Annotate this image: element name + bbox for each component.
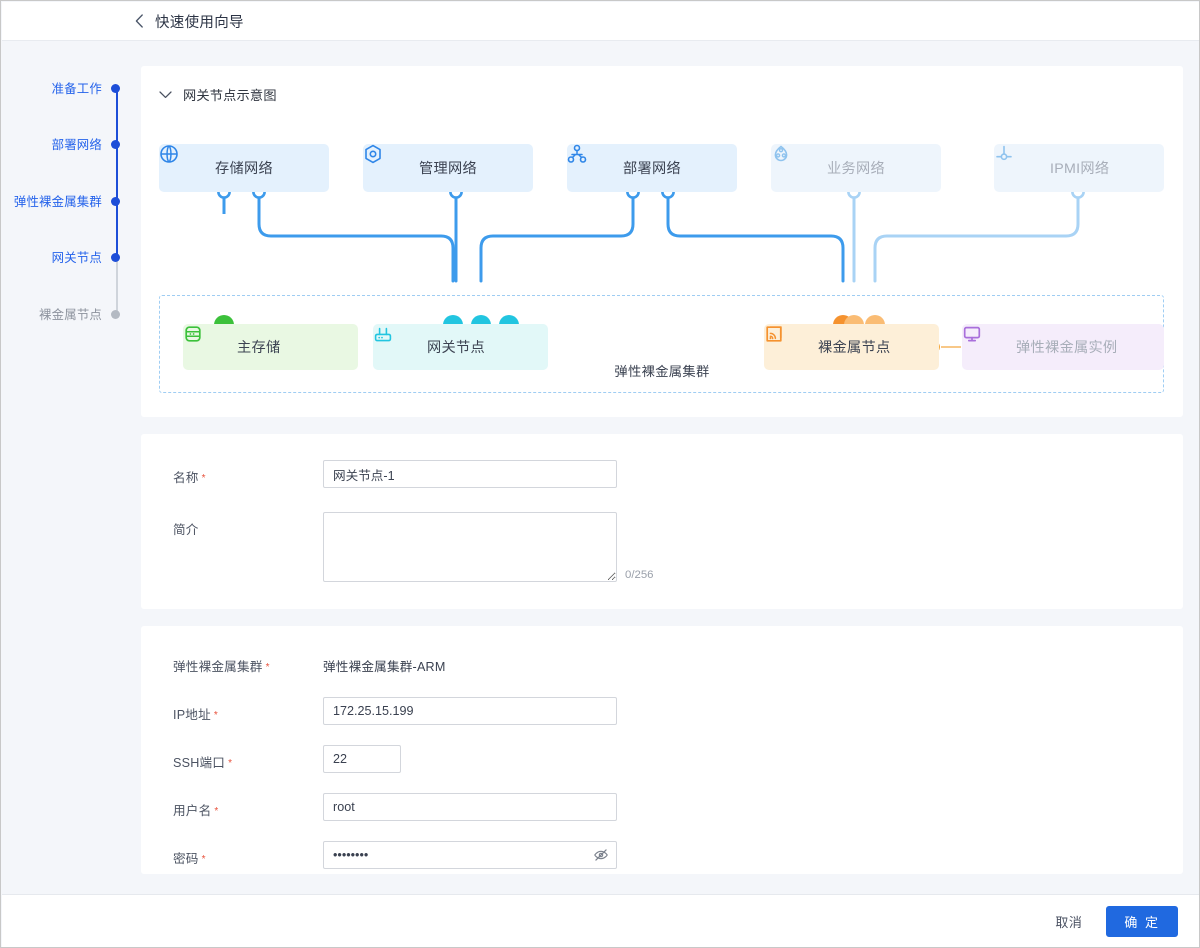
cancel-button[interactable]: 取消 [1045,906,1092,937]
network-chip-storage[interactable]: 存储网络 [159,144,329,192]
network-topology-diagram: 弹性裸金属集群 存储网络 [141,66,1183,417]
node-chip-label: 网关节点 [427,340,485,356]
network-chip-label: 业务网络 [827,161,885,177]
service-network-icon [774,145,816,179]
description-counter: 0/256 [625,569,654,581]
network-chip-label: IPMI网络 [1050,161,1110,177]
form-row-username: 用户名* [173,793,617,821]
diagram-card: 网关节点示意图 [141,66,1183,417]
network-chip-ipmi[interactable]: IPMI网络 [994,144,1164,192]
sidebar-item-baremetal-cluster[interactable]: 弹性裸金属集群 [14,192,120,210]
ip-address-input[interactable] [323,697,617,725]
sidebar-item-preparation[interactable]: 准备工作 [52,79,120,97]
step-label: 弹性裸金属集群 [13,195,102,209]
confirm-button[interactable]: 确 定 [1106,906,1178,937]
stepper-line-3 [115,205,118,261]
ssh-port-label: SSH端口* [173,756,233,770]
diagram-panel-title: 网关节点示意图 [183,88,277,103]
form-row-cluster: 弹性裸金属集群* 弹性裸金属集群-ARM [173,649,446,675]
node-chip-label: 弹性裸金属实例 [1016,340,1118,356]
wizard-stepper: 准备工作 部署网络 弹性裸金属集群 网关节点 裸金属节点 [2,41,126,894]
password-input[interactable] [323,841,617,869]
step-dot [111,139,120,149]
step-dot [111,83,120,93]
cluster-label: 弹性裸金属集群 [614,364,710,379]
step-label: 准备工作 [51,82,102,96]
database-icon [185,326,225,358]
step-dot [111,252,120,262]
password-field-wrap [323,841,617,869]
name-input[interactable] [323,460,617,488]
cluster-label-field: 弹性裸金属集群* [173,660,270,674]
page-header: 快速使用向导 [2,2,1199,41]
form-row-password: 密码* [173,841,617,869]
network-chip-label: 存储网络 [215,161,273,177]
form-row-ssh-port: SSH端口* [173,745,401,773]
page-title: 快速使用向导 [155,14,244,31]
node-chip-baremetal[interactable]: 裸金属节点 [764,324,939,370]
topology-connectors [214,185,1085,353]
step-dot [111,309,120,319]
username-input[interactable] [323,793,617,821]
required-marker: * [213,710,218,722]
node-chip-label: 裸金属节点 [818,340,891,356]
network-chip-service[interactable]: 业务网络 [771,144,941,192]
diagram-panel-toggle[interactable]: 网关节点示意图 [159,85,277,104]
network-chip-management[interactable]: 管理网络 [363,144,533,192]
required-marker: * [265,662,270,674]
stepper-line-2 [115,148,118,205]
description-textarea[interactable] [323,512,617,582]
description-label: 简介 [173,523,199,537]
monitor-icon [963,326,1004,358]
globe-icon [160,145,204,179]
node-chip-gateway[interactable]: 网关节点 [373,324,548,370]
username-label: 用户名* [173,804,219,818]
sidebar-item-gateway-node[interactable]: 网关节点 [52,248,120,266]
ssh-port-input[interactable] [323,745,401,773]
network-chip-label: 部署网络 [623,161,681,177]
chevron-down-icon [159,88,172,101]
hexagon-target-icon [365,144,408,179]
form-row-ip: IP地址* [173,697,617,725]
step-label: 裸金属节点 [39,308,102,322]
share-nodes-icon [567,144,612,179]
name-label: 名称* [173,471,206,485]
step-label: 网关节点 [51,251,102,265]
required-marker: * [214,806,219,818]
required-marker: * [201,854,206,866]
stepper-line-4 [115,261,118,318]
password-label: 密码* [173,852,206,866]
back-chevron-left-icon[interactable] [135,14,144,28]
eye-off-icon[interactable] [593,847,609,863]
sidebar-item-deploy-network[interactable]: 部署网络 [52,135,120,153]
sidebar-item-baremetal-node[interactable]: 裸金属节点 [39,305,120,323]
node-chip-main-storage[interactable]: 主存储 [183,324,358,370]
basic-info-card: 名称* 简介 0/256 [141,434,1183,609]
stepper-line-1 [115,92,118,148]
ip-label: IP地址* [173,708,218,722]
network-chip-deploy[interactable]: 部署网络 [567,144,737,192]
network-chip-label: 管理网络 [419,161,477,177]
step-dot [111,196,120,206]
form-row-description: 简介 0/256 [173,512,654,582]
router-icon [374,327,415,358]
required-marker: * [201,473,206,485]
required-marker: * [228,758,233,770]
connection-card: 弹性裸金属集群* 弹性裸金属集群-ARM IP地址* SSH端口* 用户名* [141,626,1183,874]
node-chip-baremetal-instance[interactable]: 弹性裸金属实例 [962,324,1164,370]
form-row-name: 名称* [173,460,617,488]
node-chip-label: 主存储 [237,340,281,356]
ipmi-icon [996,145,1039,179]
page-body: 准备工作 部署网络 弹性裸金属集群 网关节点 裸金属节点 [2,41,1199,894]
cluster-value: 弹性裸金属集群-ARM [323,660,446,674]
step-label: 部署网络 [51,138,102,152]
signal-bare-metal-icon [766,326,806,358]
footer-actions: 取消 确 定 [2,894,1199,947]
